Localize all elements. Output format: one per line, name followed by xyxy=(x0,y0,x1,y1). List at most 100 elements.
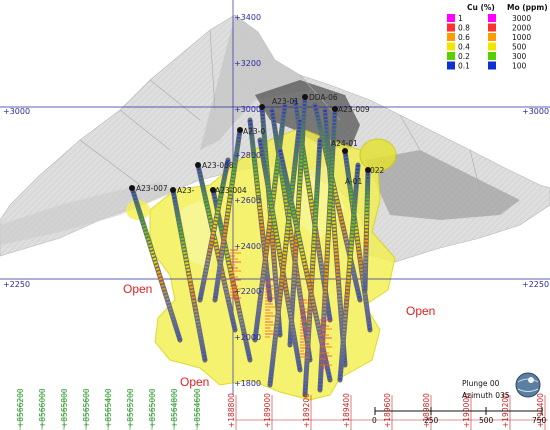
hole-label: A23- xyxy=(177,186,195,195)
cu-legend-value: 0.2 xyxy=(458,52,470,61)
mo-legend-value: 500 xyxy=(512,43,527,52)
elevation-label: +2800 xyxy=(234,151,261,160)
cu-swatch xyxy=(447,42,455,51)
easting-label: +189200 xyxy=(302,393,311,428)
open-label: Open xyxy=(406,304,435,318)
cu-swatch xyxy=(447,14,455,22)
easting-label: +189400 xyxy=(342,393,351,428)
mo-swatch xyxy=(488,33,496,41)
drillhole-grades xyxy=(248,119,272,301)
northing-label: +8565200 xyxy=(126,388,135,428)
side-label: +2250 xyxy=(3,280,30,289)
scale-tick: 0 xyxy=(372,416,377,425)
elevation-label: +1800 xyxy=(234,379,261,388)
easting-label: +190400 xyxy=(536,393,545,428)
mo-legend-value: 3000 xyxy=(512,14,531,23)
drillhole-trace xyxy=(129,185,183,343)
cu-legend-value: 0.6 xyxy=(458,33,470,42)
mo-legend-value: 100 xyxy=(512,62,527,71)
elevation-label: +3000 xyxy=(234,105,261,114)
drillhole-grades xyxy=(198,159,230,301)
mo-swatch xyxy=(488,42,496,51)
drillhole-traces xyxy=(129,94,373,398)
drillhole-labels: A23-007 A23- A23-008 A23-004 A23-01 A23-… xyxy=(136,93,385,195)
drillhole-grades xyxy=(211,189,252,361)
northing-label: +8566200 xyxy=(16,388,25,428)
cu-swatch xyxy=(447,33,455,41)
view-orientation: Plunge 00 Azimuth 035 xyxy=(462,379,510,400)
hole-label: A23-0 xyxy=(243,127,265,136)
hole-label: A23-008 xyxy=(202,161,234,170)
mo-legend-title: Mo (ppm) xyxy=(507,3,548,12)
mo-swatch xyxy=(488,14,496,22)
hole-label: A23-004 xyxy=(215,186,247,195)
scale-bar: 0 250 500 750 xyxy=(372,407,547,425)
side-label: +3000 xyxy=(3,107,30,116)
hole-label: A23-01 xyxy=(272,97,299,106)
drillhole-grades xyxy=(323,109,347,366)
mo-swatch xyxy=(488,61,496,70)
cu-legend-value: 0.1 xyxy=(458,62,470,71)
elevation-axis: +3400 +3200 +3000 +2800 +2600 +2400 +220… xyxy=(234,13,261,388)
mo-grade-spikes xyxy=(230,249,332,369)
scale-tick: 500 xyxy=(479,416,494,425)
elevation-label: +2200 xyxy=(234,287,261,296)
mo-legend-value: 1000 xyxy=(512,33,531,42)
plunge-label: Plunge 00 xyxy=(462,379,500,388)
northing-label: +8565400 xyxy=(104,388,113,428)
mo-swatch xyxy=(488,52,496,60)
orientation-gizmo[interactable] xyxy=(515,372,541,398)
drillhole-grades xyxy=(338,164,360,381)
hole-label: A23-007 xyxy=(136,184,168,193)
drillhole-grades xyxy=(343,150,372,331)
drillhole-grades xyxy=(171,189,207,361)
side-axis-labels: +3000 +3000 +2250 +2250 xyxy=(3,107,549,289)
cu-legend-value: 0.4 xyxy=(458,43,470,52)
easting-label: +189000 xyxy=(263,393,272,428)
northing-label: +8564800 xyxy=(170,388,179,428)
mo-swatch xyxy=(488,23,496,32)
elevation-label: +2600 xyxy=(234,196,261,205)
open-label: Open xyxy=(180,375,209,389)
side-label: +2250 xyxy=(522,280,549,289)
cu-swatch xyxy=(447,52,455,60)
drillhole-grades xyxy=(196,164,237,331)
side-label: +3000 xyxy=(522,107,549,116)
easting-label: +188800 xyxy=(227,393,236,428)
drillhole-grades xyxy=(363,169,370,291)
elevation-label: +2400 xyxy=(234,242,261,251)
drillhole-grades xyxy=(313,104,362,301)
hole-label: 022 xyxy=(370,166,385,175)
hole-label: DDA-06 xyxy=(309,93,338,102)
scale-tick: 250 xyxy=(424,416,439,425)
drillhole-grades xyxy=(303,139,322,396)
hole-label: A23-009 xyxy=(338,105,370,114)
easting-label: +189600 xyxy=(383,393,392,428)
coordinate-ticks: +8566200 +8566000 +8565800 +8565600 +8565400… xyxy=(16,388,548,430)
easting-label: +190200 xyxy=(501,393,510,428)
northing-label: +8566000 xyxy=(38,388,47,428)
cu-legend-title: Cu (%) xyxy=(467,3,495,12)
scale-tick: 750 xyxy=(532,416,547,425)
mo-legend-value: 2000 xyxy=(512,24,531,33)
drillhole-grades xyxy=(253,104,287,341)
elevation-label: +3200 xyxy=(234,59,261,68)
drillhole-collars xyxy=(129,94,371,193)
northing-label: +8565600 xyxy=(82,388,91,428)
drillhole-grades xyxy=(268,119,302,386)
drillhole-grades xyxy=(278,149,332,381)
globe-icon[interactable] xyxy=(515,372,541,398)
open-annotations: Open Open Open xyxy=(123,282,435,389)
northing-label: +8565800 xyxy=(60,388,69,428)
cu-swatch xyxy=(447,61,455,70)
hole-label: A-01 xyxy=(345,177,362,186)
drillhole-grades xyxy=(213,129,242,301)
elevation-label: +2000 xyxy=(234,333,261,342)
easting-label: +190000 xyxy=(462,393,471,428)
drillhole-grades xyxy=(260,106,282,336)
cu-swatch xyxy=(447,23,455,32)
elevation-label: +3400 xyxy=(234,13,261,22)
easting-label: +189800 xyxy=(422,393,431,428)
